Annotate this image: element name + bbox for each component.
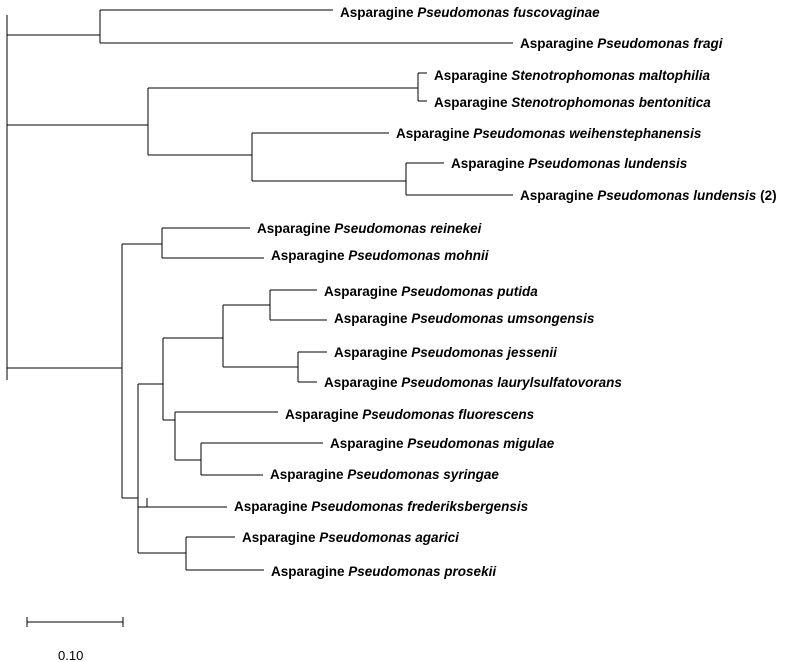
taxon-species: Stenotrophomonas maltophilia	[511, 68, 710, 83]
taxon-prefix: Asparagine	[271, 248, 348, 263]
taxon-label: Asparagine Pseudomonas jessenii	[334, 345, 557, 360]
taxon-prefix: Asparagine	[396, 126, 473, 141]
taxon-species: Pseudomonas lundensis	[597, 188, 757, 203]
taxon-prefix: Asparagine	[334, 345, 411, 360]
taxon-prefix: Asparagine	[324, 284, 401, 299]
taxon-prefix: Asparagine	[340, 5, 417, 20]
taxon-prefix: Asparagine	[451, 156, 528, 171]
scale-bar-label: 0.10	[58, 648, 83, 662]
taxon-species: Pseudomonas fragi	[597, 36, 723, 51]
taxon-prefix: Asparagine	[324, 375, 401, 390]
taxon-species: Pseudomonas syringae	[347, 467, 499, 482]
taxon-label: Asparagine Stenotrophomonas maltophilia	[434, 68, 711, 83]
taxon-label: Asparagine Pseudomonas reinekei	[257, 221, 482, 236]
taxon-label: Asparagine Stenotrophomonas bentonitica	[434, 95, 711, 110]
taxon-species: Stenotrophomonas bentonitica	[511, 95, 711, 110]
taxon-species: Pseudomonas laurylsulfatovorans	[401, 375, 622, 390]
taxon-species: Pseudomonas agarici	[319, 530, 459, 545]
taxon-species: Pseudomonas fuscovaginae	[417, 5, 600, 20]
taxon-species: Pseudomonas fluorescens	[362, 407, 534, 422]
taxon-label: Asparagine Pseudomonas putida	[324, 284, 538, 299]
taxon-labels: Asparagine Pseudomonas fuscovaginaeAspar…	[234, 5, 777, 579]
taxon-label: Asparagine Pseudomonas migulae	[330, 436, 555, 451]
taxon-prefix: Asparagine	[520, 188, 597, 203]
taxon-label: Asparagine Pseudomonas mohnii	[271, 248, 489, 263]
taxon-label: Asparagine Pseudomonas syringae	[270, 467, 499, 482]
taxon-label: Asparagine Pseudomonas fluorescens	[285, 407, 535, 422]
taxon-label: Asparagine Pseudomonas laurylsulfatovora…	[324, 375, 622, 390]
taxon-species: Pseudomonas migulae	[407, 436, 555, 451]
taxon-prefix: Asparagine	[434, 95, 511, 110]
taxon-species: Pseudomonas mohnii	[348, 248, 489, 263]
taxon-species: Pseudomonas frederiksbergensis	[311, 499, 528, 514]
taxon-label: Asparagine Pseudomonas lundensis (2)	[520, 188, 777, 203]
taxon-species: Pseudomonas lundensis	[528, 156, 688, 171]
tree-branches	[6, 9, 513, 571]
taxon-species: Pseudomonas jessenii	[411, 345, 557, 360]
taxon-label: Asparagine Pseudomonas agarici	[242, 530, 459, 545]
taxon-prefix: Asparagine	[271, 564, 348, 579]
taxon-label: Asparagine Pseudomonas fuscovaginae	[340, 5, 600, 20]
taxon-label: Asparagine Pseudomonas lundensis	[451, 156, 688, 171]
taxon-prefix: Asparagine	[242, 530, 319, 545]
taxon-species: Pseudomonas putida	[401, 284, 538, 299]
taxon-prefix: Asparagine	[234, 499, 311, 514]
scale-bar: 0.10	[26, 617, 124, 662]
taxon-prefix: Asparagine	[257, 221, 334, 236]
taxon-species: Pseudomonas prosekii	[348, 564, 496, 579]
taxon-prefix: Asparagine	[330, 436, 407, 451]
taxon-label: Asparagine Pseudomonas prosekii	[271, 564, 496, 579]
taxon-species: Pseudomonas weihenstephanensis	[473, 126, 702, 141]
taxon-suffix: (2)	[756, 188, 776, 203]
taxon-species: Pseudomonas reinekei	[334, 221, 481, 236]
taxon-prefix: Asparagine	[285, 407, 362, 422]
taxon-label: Asparagine Pseudomonas umsongensis	[334, 311, 595, 326]
taxon-prefix: Asparagine	[434, 68, 511, 83]
taxon-prefix: Asparagine	[270, 467, 347, 482]
taxon-prefix: Asparagine	[334, 311, 411, 326]
taxon-prefix: Asparagine	[520, 36, 597, 51]
taxon-label: Asparagine Pseudomonas frederiksbergensi…	[234, 499, 529, 514]
taxon-label: Asparagine Pseudomonas fragi	[520, 36, 723, 51]
taxon-species: Pseudomonas umsongensis	[411, 311, 595, 326]
taxon-label: Asparagine Pseudomonas weihenstephanensi…	[396, 126, 702, 141]
